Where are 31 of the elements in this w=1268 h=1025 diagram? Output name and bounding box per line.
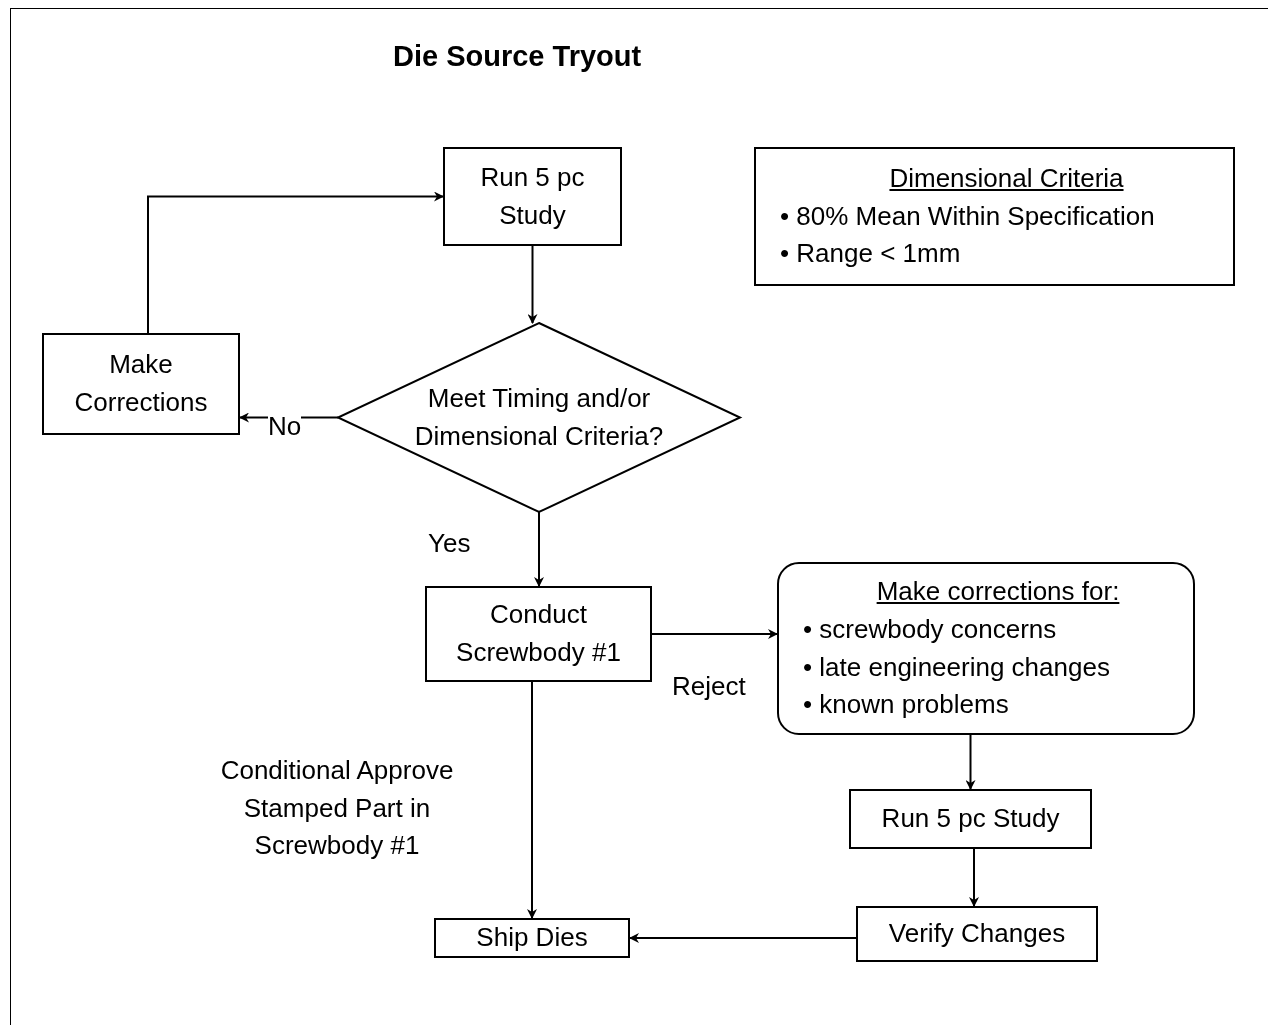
node-label: Run 5 pc Study	[479, 160, 586, 232]
bullet-item: • Range < 1mm	[780, 237, 961, 271]
arrow	[965, 734, 976, 790]
bullet-item: • screwbody concerns	[803, 612, 1057, 646]
criteria-box	[754, 147, 1235, 286]
arrow	[629, 933, 857, 943]
diagram-title: Die Source Tryout	[393, 40, 642, 73]
arrow	[651, 629, 778, 639]
arrow	[534, 511, 544, 587]
arrow	[969, 848, 979, 907]
process-box	[856, 906, 1098, 962]
arrow	[527, 245, 538, 324]
arrow	[527, 681, 537, 919]
node-label: Run 5 pc Study	[881, 802, 1060, 836]
node-label: Verify Changes	[888, 917, 1066, 951]
node-label: Ship Dies	[476, 921, 588, 955]
node-label: Meet Timing and/or Dimensional Criteria?	[413, 381, 665, 453]
process-box	[434, 918, 630, 958]
process-box	[443, 147, 622, 246]
corrections-box	[777, 562, 1195, 735]
bullet-item: • late engineering changes	[803, 650, 1110, 684]
bullet-item: • known problems	[803, 688, 1009, 722]
node-label: Conduct Screwbody #1	[455, 598, 622, 669]
process-box	[42, 333, 240, 435]
arrow	[147, 191, 444, 334]
process-box	[849, 789, 1092, 849]
node-label: Make Corrections	[73, 348, 209, 419]
box-heading: Make corrections for:	[876, 575, 1120, 609]
box-heading: Dimensional Criteria	[889, 161, 1124, 195]
process-box	[425, 586, 652, 682]
bullet-item: • 80% Mean Within Specification	[780, 199, 1155, 233]
